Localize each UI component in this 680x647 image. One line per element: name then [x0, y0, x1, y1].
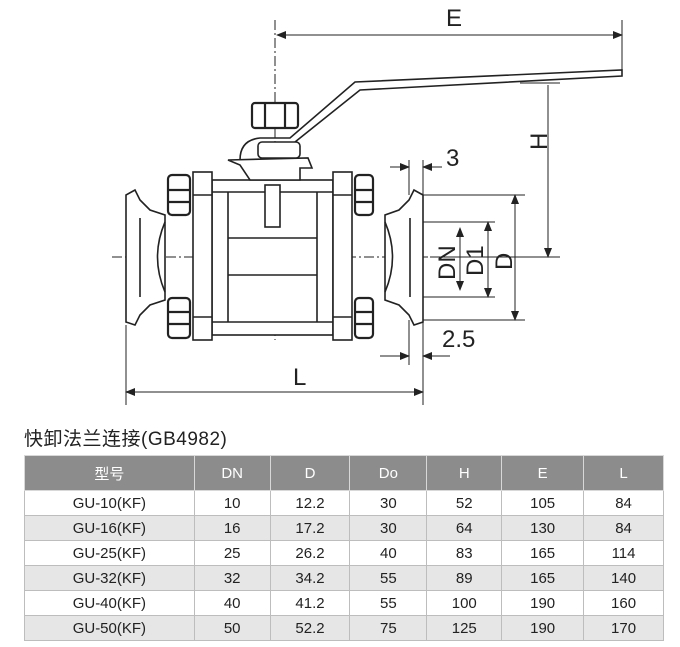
dim-label-e: E	[446, 5, 462, 32]
ball-valve-drawing: E H 3 DN D1 D 2.5 L	[112, 5, 623, 405]
table-cell: GU-16(KF)	[24, 515, 195, 541]
table-cell: 17.2	[269, 515, 351, 541]
dim-label-h: H	[526, 133, 553, 150]
table-cell: 170	[583, 615, 664, 641]
column-header: E	[501, 455, 585, 491]
table-cell: 52.2	[269, 615, 351, 641]
table-cell: GU-40(KF)	[24, 590, 195, 616]
table-cell: 55	[349, 590, 428, 616]
table-cell: 100	[426, 590, 503, 616]
column-header: 型号	[24, 455, 195, 491]
table-title: 快卸法兰连接(GB4982)	[24, 429, 228, 450]
table-cell: 114	[583, 540, 664, 566]
column-header: DN	[193, 455, 271, 491]
table-cell: 84	[583, 490, 664, 516]
table-cell: 30	[349, 515, 428, 541]
table-cell: 140	[583, 565, 664, 591]
dim-label-dn: DN	[434, 245, 461, 280]
table-cell: 16	[193, 515, 271, 541]
table-cell: 190	[501, 590, 585, 616]
table-cell: GU-50(KF)	[24, 615, 195, 641]
table-cell: 40	[193, 590, 271, 616]
dim-label-l: L	[293, 364, 306, 391]
table-cell: 105	[501, 490, 585, 516]
table-cell: 64	[426, 515, 503, 541]
dim-label-d: D	[491, 253, 518, 270]
table-cell: GU-10(KF)	[24, 490, 195, 516]
table-cell: 55	[349, 565, 428, 591]
table-cell: 41.2	[269, 590, 351, 616]
column-header: L	[583, 455, 664, 491]
dim-label-3: 3	[446, 145, 459, 172]
table-cell: 25	[193, 540, 271, 566]
table-cell: GU-25(KF)	[24, 540, 195, 566]
table-cell: 89	[426, 565, 503, 591]
table-cell: 26.2	[269, 540, 351, 566]
table-cell: 165	[501, 565, 585, 591]
column-header: D	[269, 455, 351, 491]
column-header: H	[426, 455, 503, 491]
table-cell: 12.2	[269, 490, 351, 516]
table-cell: 83	[426, 540, 503, 566]
table-cell: 130	[501, 515, 585, 541]
table-cell: 160	[583, 590, 664, 616]
table-cell: 32	[193, 565, 271, 591]
dim-label-d1: D1	[462, 245, 489, 276]
dim-label-2-5: 2.5	[442, 326, 475, 353]
table-cell: 75	[349, 615, 428, 641]
table-cell: 30	[349, 490, 428, 516]
table-cell: 40	[349, 540, 428, 566]
table-cell: 190	[501, 615, 585, 641]
table-cell: 84	[583, 515, 664, 541]
table-cell: 125	[426, 615, 503, 641]
column-header: Do	[349, 455, 428, 491]
table-cell: 34.2	[269, 565, 351, 591]
table-cell: GU-32(KF)	[24, 565, 195, 591]
table-cell: 165	[501, 540, 585, 566]
table-cell: 50	[193, 615, 271, 641]
table-cell: 10	[193, 490, 271, 516]
table-cell: 52	[426, 490, 503, 516]
